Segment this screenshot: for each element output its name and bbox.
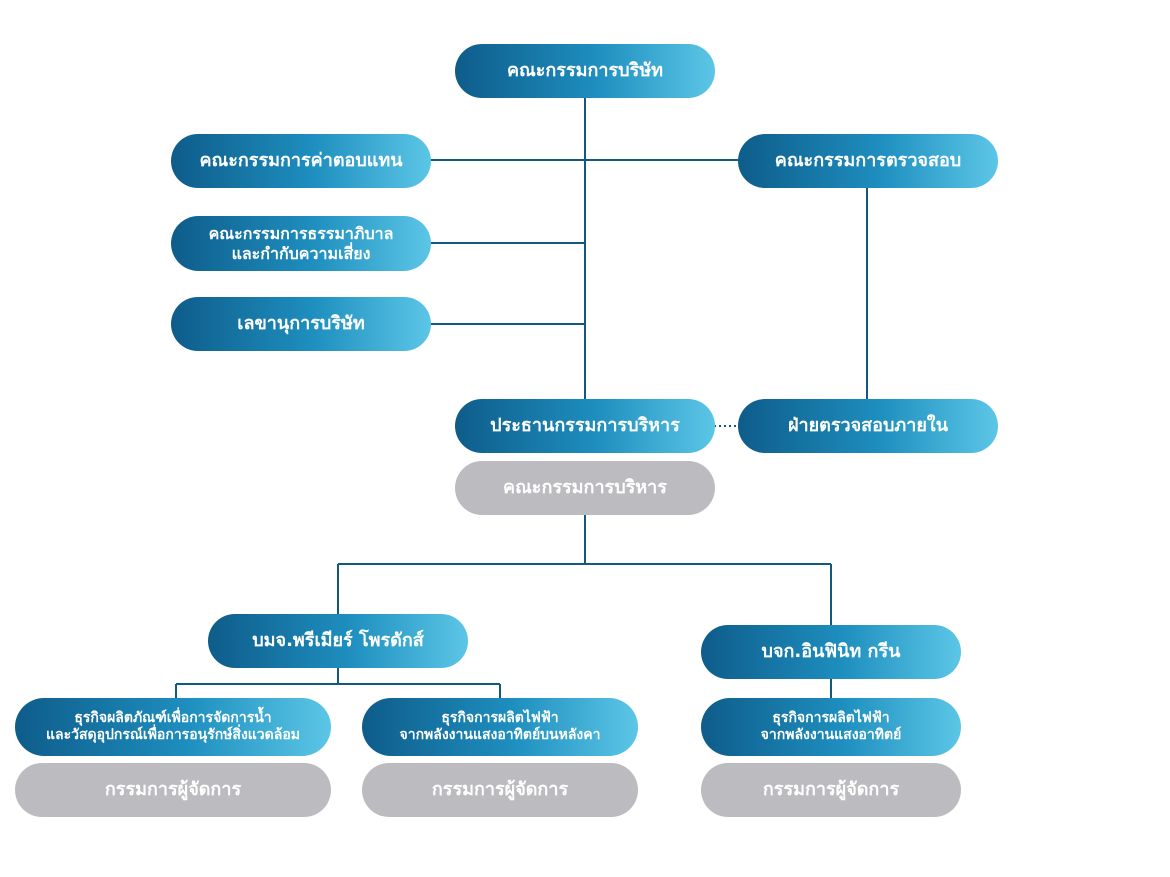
water-managing-director-box: กรรมการผู้จัดการ [15,763,331,817]
executive-committee-label: คณะกรรมการบริหาร [503,476,667,498]
premier-products-label: บมจ.พรีเมียร์ โพรดักส์ [252,629,424,651]
company-secretary-box: เลขานุการบริษัท [171,297,431,351]
water-business-line2: และวัสดุอุปกรณ์เพื่อการอนุรักษ์สิ่งแวดล้… [46,727,300,743]
solar-business-box: ธุรกิจการผลิตไฟฟ้า จากพลังงานแสงอาทิตย์ [701,698,961,756]
company-secretary-label: เลขานุการบริษัท [237,312,365,334]
water-business-line1: ธุรกิจผลิตภัณฑ์เพื่อการจัดการน้ำ [74,709,272,726]
audit-committee-box: คณะกรรมการตรวจสอบ [738,134,998,188]
internal-audit-box: ฝ่ายตรวจสอบภายใน [738,399,998,453]
ceo-box: ประธานกรรมการบริหาร [455,399,715,453]
rooftop-solar-business-box: ธุรกิจการผลิตไฟฟ้า จากพลังงานแสงอาทิตย์บ… [362,698,638,756]
ceo-label: ประธานกรรมการบริหาร [490,414,680,436]
infinite-green-label: บจก.อินฟินิท กรีน [761,640,901,662]
solar-managing-director-label: กรรมการผู้จัดการ [762,778,900,800]
internal-audit-label: ฝ่ายตรวจสอบภายใน [787,414,949,436]
audit-committee-label: คณะกรรมการตรวจสอบ [774,149,962,171]
governance-label-line1: คณะกรรมการธรรมาภิบาล [208,223,394,243]
solar-business-line2: จากพลังงานแสงอาทิตย์ [760,727,902,743]
rooftop-solar-line1: ธุรกิจการผลิตไฟฟ้า [441,709,559,726]
solar-managing-director-box: กรรมการผู้จัดการ [701,763,961,817]
executive-committee-box: คณะกรรมการบริหาร [455,461,715,515]
board-label: คณะกรรมการบริษัท [506,59,663,81]
rooftop-solar-line2: จากพลังงานแสงอาทิตย์บนหลังคา [399,727,601,743]
board-box: คณะกรรมการบริษัท [455,44,715,98]
solar-business-line1: ธุรกิจการผลิตไฟฟ้า [772,709,890,726]
water-business-box: ธุรกิจผลิตภัณฑ์เพื่อการจัดการน้ำ และวัสด… [15,698,331,756]
rooftop-managing-director-label: กรรมการผู้จัดการ [431,778,569,800]
governance-committee-box: คณะกรรมการธรรมาภิบาล และกำกับความเสี่ยง [171,216,431,271]
rooftop-managing-director-box: กรรมการผู้จัดการ [362,763,638,817]
infinite-green-box: บจก.อินฟินิท กรีน [701,625,961,679]
remuneration-committee-label: คณะกรรมการค่าตอบแทน [199,149,403,171]
governance-label-line2: และกำกับความเสี่ยง [231,243,371,263]
water-managing-director-label: กรรมการผู้จัดการ [104,778,242,800]
remuneration-committee-box: คณะกรรมการค่าตอบแทน [171,134,431,188]
premier-products-box: บมจ.พรีเมียร์ โพรดักส์ [208,614,468,668]
